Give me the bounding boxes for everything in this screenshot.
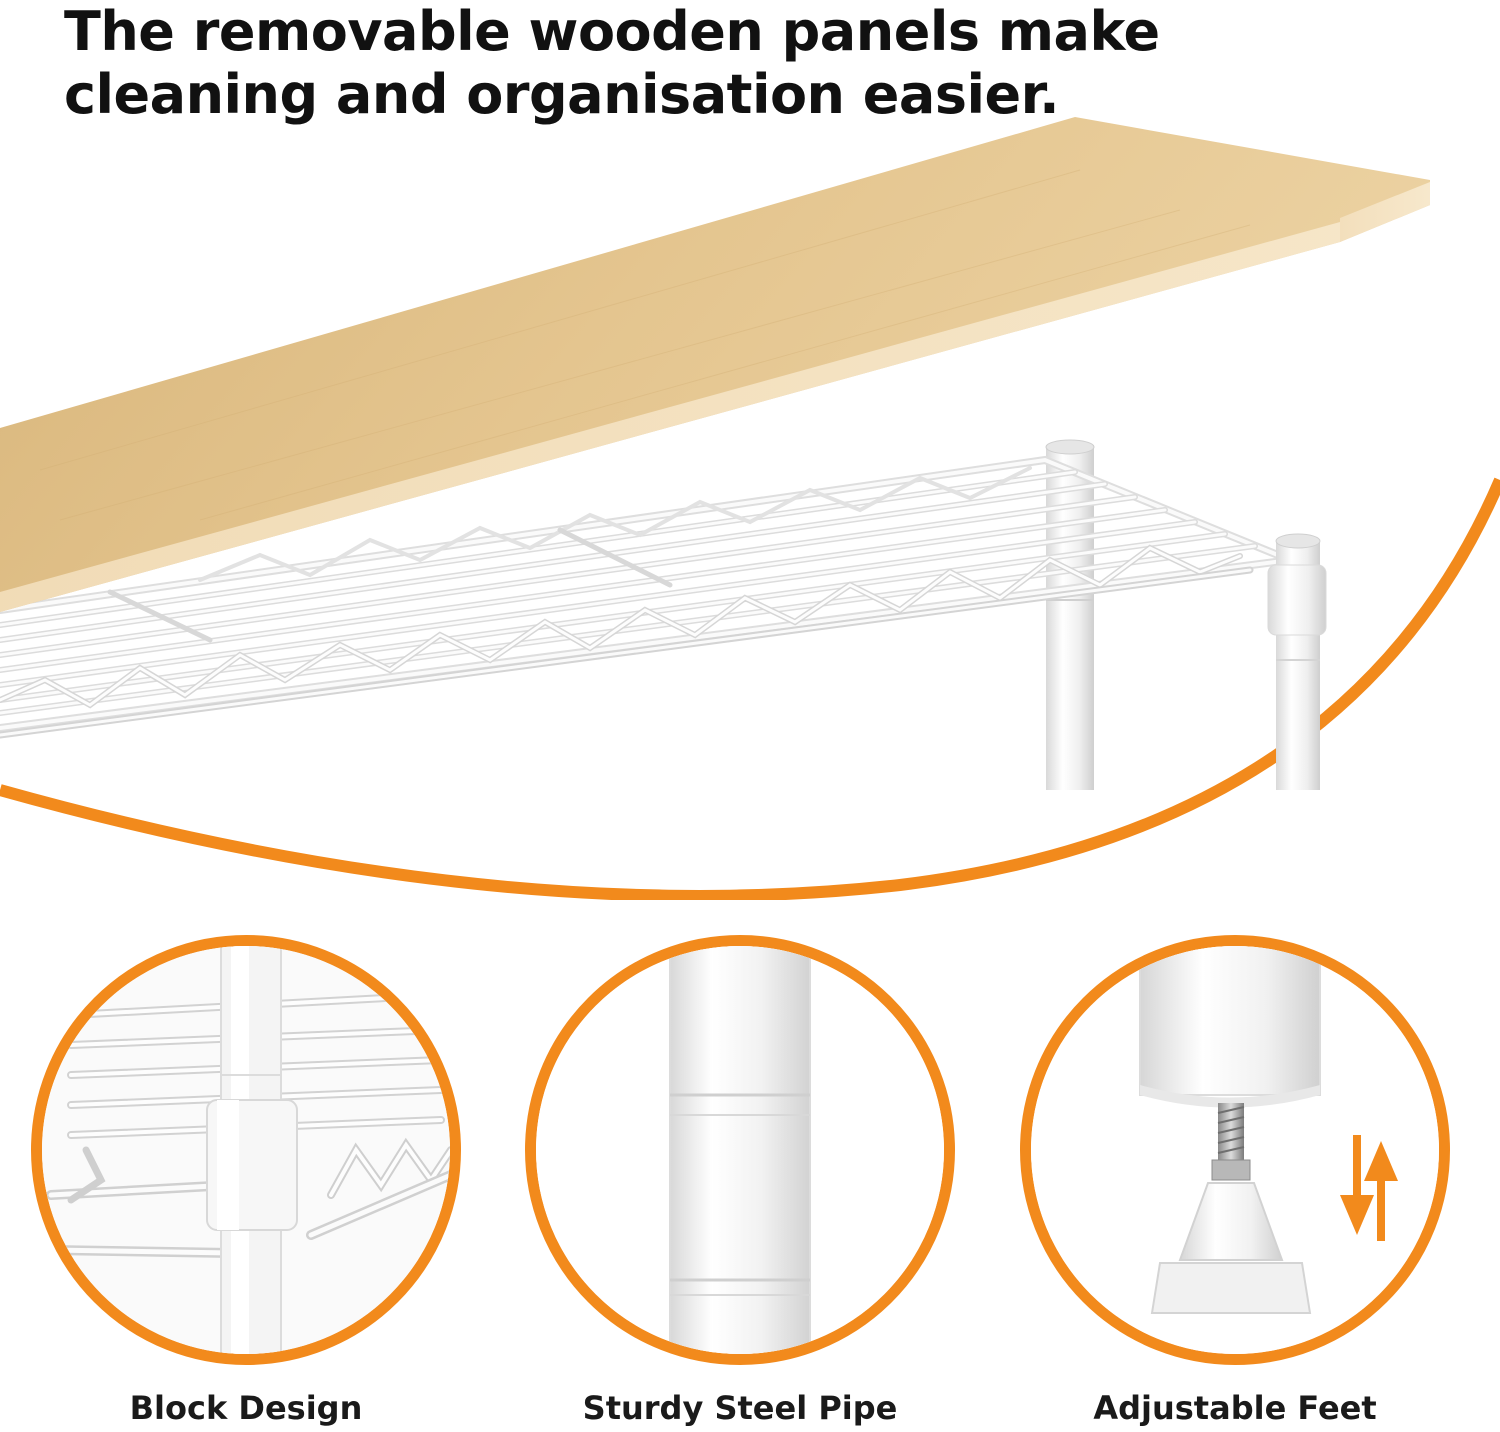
headline-line-2: cleaning and organisation easier. [64, 63, 1060, 126]
caption-block-design: Block Design [129, 1389, 363, 1427]
orange-arc [0, 477, 1500, 900]
wire-shelf [0, 455, 1306, 739]
headline-line-1: The removable wooden panels make [64, 0, 1160, 63]
hero-illustration [0, 117, 1500, 900]
wooden-panel [0, 117, 1430, 612]
page-headline: The removable wooden panels make cleanin… [64, 0, 1244, 126]
caption-adjustable-feet: Adjustable Feet [1093, 1389, 1377, 1427]
front-pole [1267, 533, 1327, 790]
caption-sturdy-steel-pipe: Sturdy Steel Pipe [582, 1389, 898, 1427]
detail-block-design [31, 935, 461, 1365]
adjustable-feet-image [1031, 946, 1439, 1354]
detail-adjustable-feet [1020, 935, 1450, 1365]
up-down-arrows-icon [1340, 1135, 1398, 1241]
steel-pipe-image [536, 946, 944, 1354]
detail-sturdy-steel-pipe [525, 935, 955, 1365]
block-design-image [42, 946, 450, 1354]
